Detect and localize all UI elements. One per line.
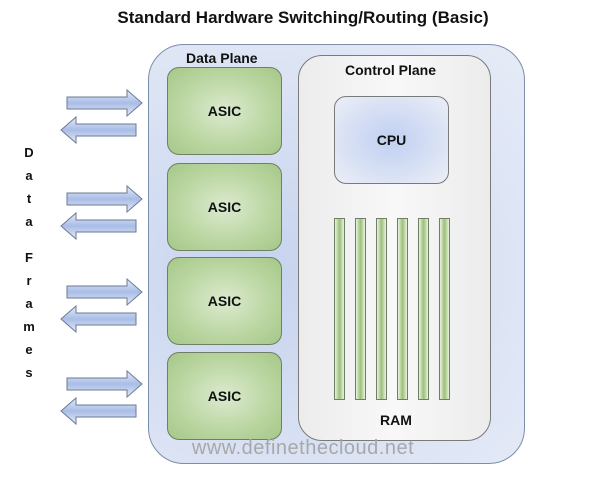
side-letter-e: e [25,342,33,357]
arrow-out-3 [60,304,137,334]
data-plane-label: Data Plane [186,50,258,66]
side-letter-a3: a [25,296,33,311]
arrow-out-4 [60,396,137,426]
side-letter-t: t [26,191,32,206]
asic-2: ASIC [167,163,282,251]
control-plane-label: Control Plane [345,62,437,78]
arrow-in-1 [66,88,143,118]
arrow-in-2 [66,184,143,214]
asic-3: ASIC [167,257,282,345]
ram-label: RAM [380,412,412,428]
arrow-out-2 [60,211,137,241]
ram-stick-6 [439,218,450,400]
side-letter-a2: a [25,214,33,229]
side-letter-f: F [25,250,33,265]
cpu-block: CPU [334,96,449,184]
watermark: www.definethecloud.net [191,437,415,459]
arrow-in-4 [66,369,143,399]
ram-stick-3 [376,218,387,400]
diagram-title: Standard Hardware Switching/Routing (Bas… [117,8,489,27]
asic-1: ASIC [167,67,282,155]
arrow-out-1 [60,115,137,145]
ram-stick-4 [397,218,408,400]
arrow-in-3 [66,277,143,307]
asic-4: ASIC [167,352,282,440]
ram-stick-5 [418,218,429,400]
side-letter-m: m [23,319,35,334]
ram-stick-2 [355,218,366,400]
side-letter-r: r [26,273,32,288]
side-letter-a1: a [25,168,33,183]
ram-stick-1 [334,218,345,400]
side-letter-s: s [25,365,33,380]
side-letter-d: D [24,145,34,160]
